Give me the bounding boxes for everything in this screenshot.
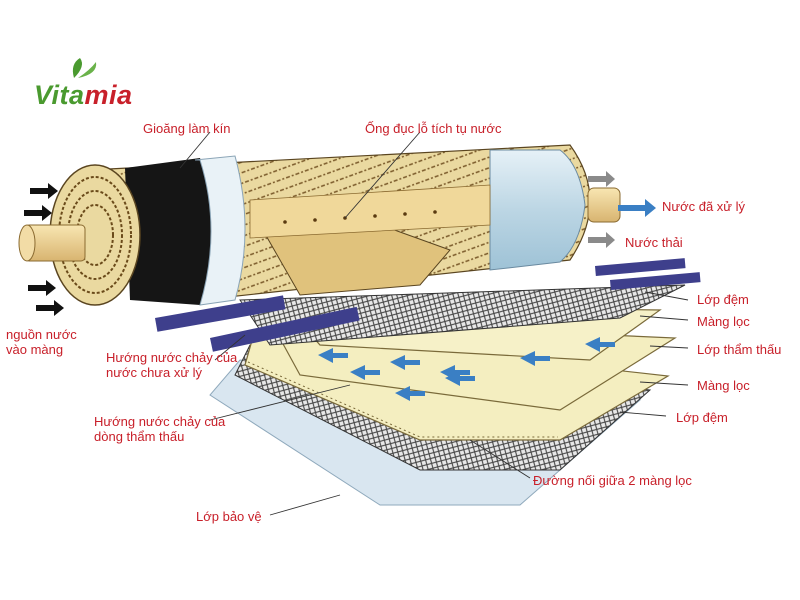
label-membrane-seam: Đường nối giữa 2 màng lọc <box>533 473 692 488</box>
label-feed-water: nguồn nước vào màng <box>6 327 77 357</box>
outlet-arrows <box>588 171 656 248</box>
label-spacer-top: Lớp đệm <box>697 292 749 307</box>
gasket-ring <box>125 155 246 306</box>
label-feed-flow-direction: Hướng nước chảy của nước chưa xử lý <box>106 350 238 380</box>
label-waste-water: Nước thải <box>625 235 683 250</box>
label-spacer-bottom: Lớp đệm <box>676 410 728 425</box>
brand-name-part2: mia <box>84 80 133 110</box>
center-tube-inlet <box>18 224 86 262</box>
feed-arrows <box>24 183 64 316</box>
label-membrane-bottom: Màng lọc <box>697 378 750 393</box>
label-gasket: Gioăng làm kín <box>143 121 231 136</box>
leader-lines <box>179 131 689 516</box>
label-membrane-top: Màng lọc <box>697 314 750 329</box>
label-permeate-flow-direction: Hướng nước chảy của dòng thẩm thấu <box>94 414 226 444</box>
brand-logo: Vitamia <box>34 80 133 111</box>
feed-pipes <box>155 258 701 352</box>
leaf-icon <box>72 58 97 78</box>
label-permeate-layer: Lớp thẩm thấu <box>697 342 782 357</box>
label-protective-layer: Lớp bảo vệ <box>196 509 262 524</box>
label-perforated-tube: Ống đục lỗ tích tụ nước <box>365 121 502 136</box>
label-treated-water: Nước đã xử lý <box>662 199 746 214</box>
brand-name-part1: Vita <box>34 80 85 110</box>
permeate-flow-arrows <box>318 337 615 401</box>
